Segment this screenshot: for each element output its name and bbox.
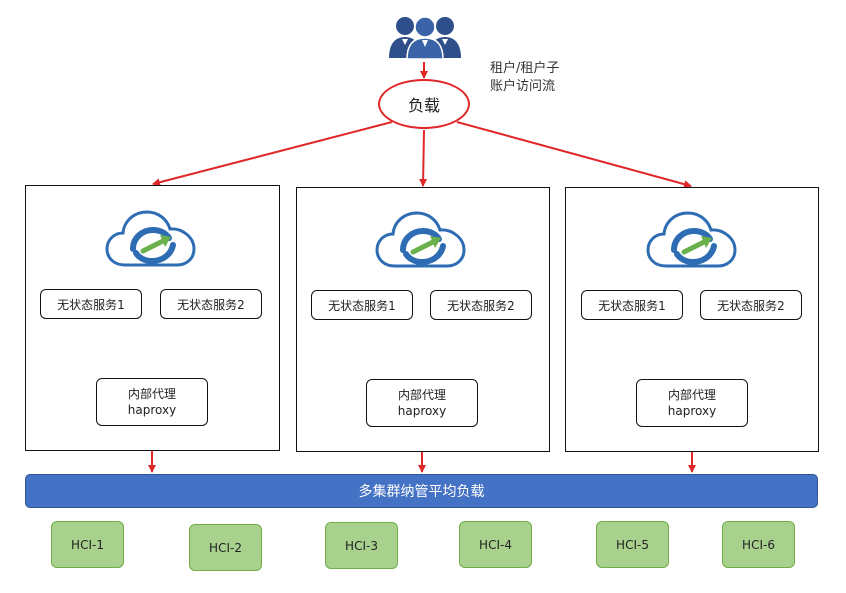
hci-node-3: HCI-3 — [325, 522, 398, 569]
hci-node-label: HCI-2 — [209, 540, 242, 555]
service-label: 无状态服务2 — [177, 297, 245, 312]
arrow-lb-to-cluster-3 — [456, 121, 692, 189]
proxy-label: 内部代理 — [397, 388, 446, 402]
stateless-service-2-c3: 无状态服务2 — [700, 290, 802, 320]
hci-node-4: HCI-4 — [459, 521, 532, 568]
cloud-sync-icon — [646, 206, 738, 276]
service-label: 无状态服务2 — [717, 298, 785, 313]
users-flow-label-line1: 租户/租户子 — [490, 61, 560, 76]
multi-cluster-load-label: 多集群纳管平均负载 — [358, 484, 485, 500]
internal-proxy-c1: 内部代理 haproxy — [96, 378, 208, 426]
hci-node-label: HCI-1 — [71, 537, 104, 552]
service-label: 无状态服务1 — [57, 297, 125, 312]
stateless-service-1-c3: 无状态服务1 — [581, 290, 683, 320]
proxy-sublabel: haproxy — [127, 403, 177, 417]
users-flow-label-line2: 账户访问流 — [490, 79, 556, 94]
load-balancer: 负载 — [378, 79, 470, 129]
cloud-sync-icon — [105, 205, 197, 275]
hci-node-label: HCI-3 — [345, 538, 378, 553]
stateless-service-1-c1: 无状态服务1 — [40, 289, 142, 319]
multi-cluster-load-bar: 多集群纳管平均负载 — [25, 474, 818, 508]
hci-node-5: HCI-5 — [596, 521, 669, 568]
cloud-sync-icon — [375, 206, 467, 276]
users-icon — [387, 12, 463, 60]
proxy-label: 内部代理 — [127, 387, 176, 401]
hci-node-label: HCI-6 — [742, 537, 775, 552]
stateless-service-2-c2: 无状态服务2 — [430, 290, 532, 320]
hci-node-6: HCI-6 — [722, 521, 795, 568]
hci-node-label: HCI-5 — [616, 537, 649, 552]
hci-node-label: HCI-4 — [479, 537, 512, 552]
arrow-lb-to-cluster-2 — [419, 129, 428, 187]
internal-proxy-c2: 内部代理 haproxy — [366, 379, 478, 427]
service-label: 无状态服务2 — [447, 298, 515, 313]
proxy-label: 内部代理 — [667, 388, 716, 402]
hci-node-1: HCI-1 — [51, 521, 124, 568]
proxy-sublabel: haproxy — [397, 404, 447, 418]
service-label: 无状态服务1 — [328, 298, 396, 313]
internal-proxy-c3: 内部代理 haproxy — [636, 379, 748, 427]
users-flow-label: 租户/租户子 账户访问流 — [490, 60, 559, 96]
stateless-service-2-c1: 无状态服务2 — [160, 289, 262, 319]
service-label: 无状态服务1 — [598, 298, 666, 313]
hci-node-2: HCI-2 — [189, 524, 262, 571]
stateless-service-1-c2: 无状态服务1 — [311, 290, 413, 320]
load-balancer-label: 负载 — [407, 96, 440, 115]
arrow-lb-to-cluster-1 — [152, 121, 393, 187]
proxy-sublabel: haproxy — [667, 404, 717, 418]
